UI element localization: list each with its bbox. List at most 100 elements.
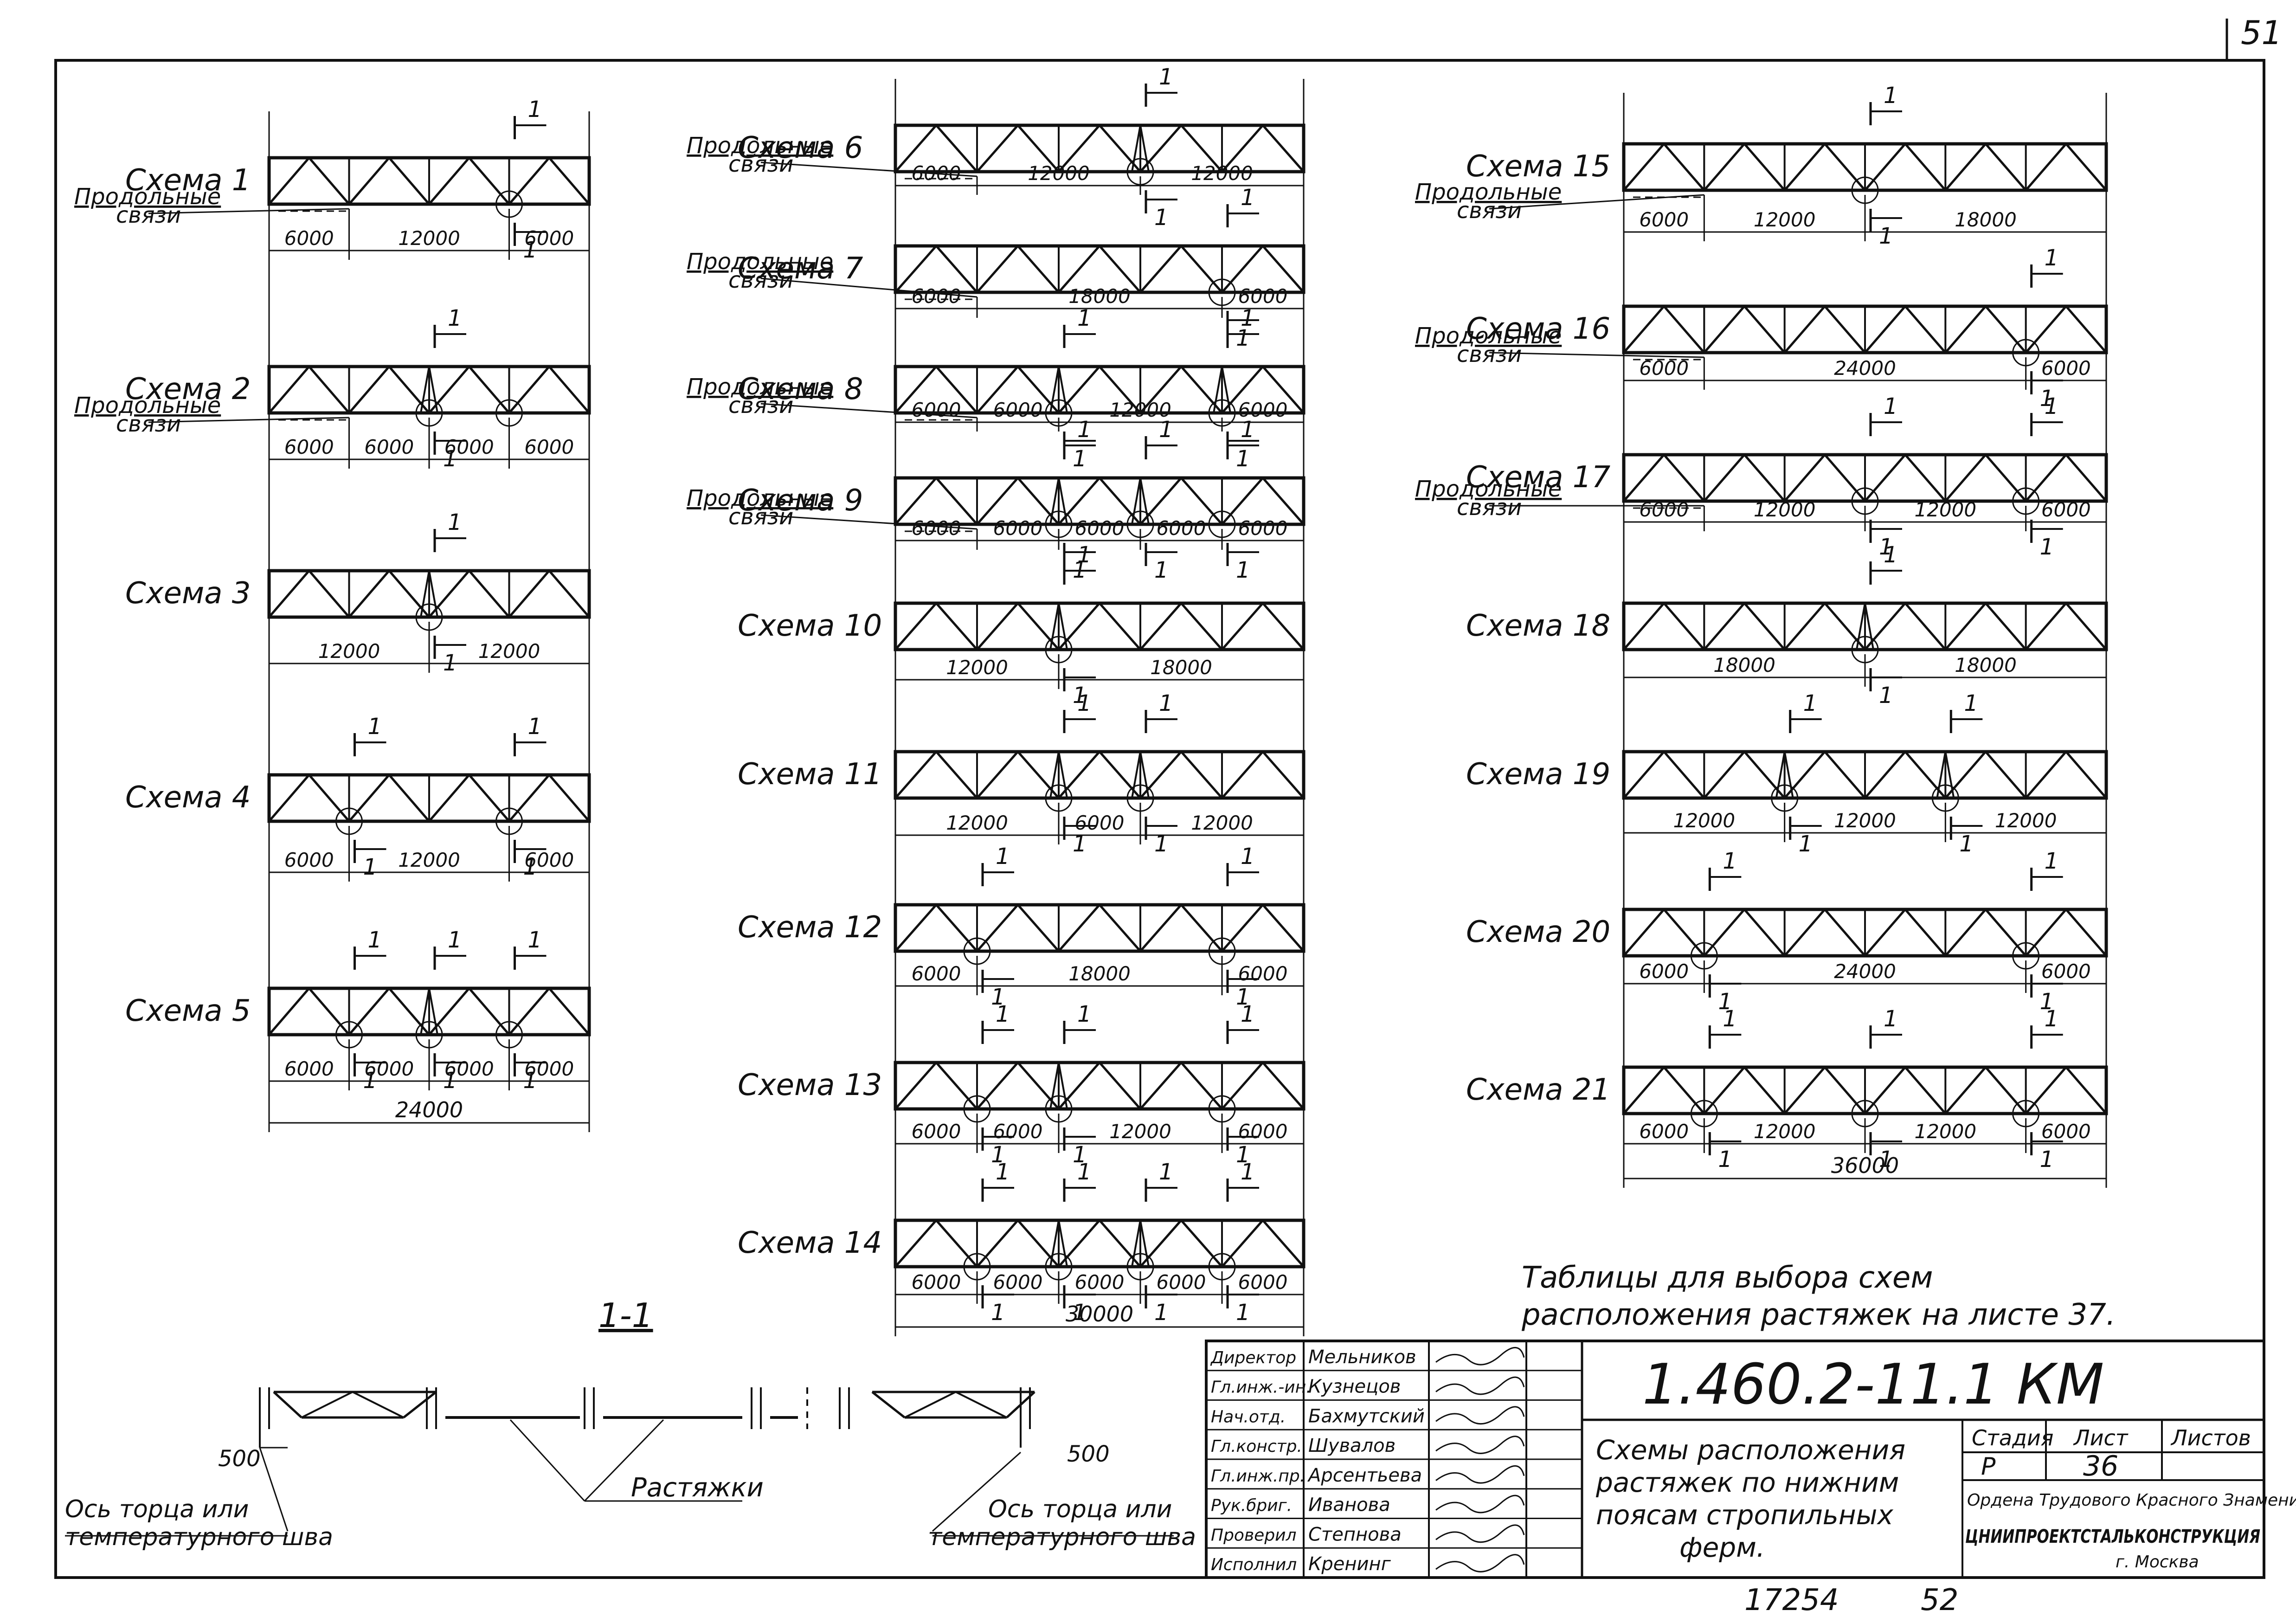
staff-name: Иванова xyxy=(1308,1495,1390,1516)
dim-value: 6000 xyxy=(1157,1271,1206,1294)
truss-diagonal xyxy=(268,157,310,205)
section-cut-label: 1 xyxy=(443,1068,457,1094)
section-cut-label: 1 xyxy=(2045,393,2059,419)
dim-value: 6000 xyxy=(912,1120,961,1143)
truss-diagonal xyxy=(2025,908,2067,957)
truss-diagonal xyxy=(1904,305,1947,354)
dim-value: 6000 xyxy=(2041,498,2091,521)
truss-diagonal xyxy=(894,124,937,173)
truss-diagonal xyxy=(1017,245,1060,293)
truss-diagonal xyxy=(1985,305,2027,354)
section-cut-label: 1 xyxy=(2040,386,2054,412)
dim-value: 12000 xyxy=(1109,1120,1171,1143)
tie-node-circle xyxy=(1690,942,1718,970)
truss-diagonal xyxy=(348,157,390,205)
truss-diagonal xyxy=(1864,602,1906,651)
truss-diagonal xyxy=(976,245,1019,293)
section-cut-label: 1 xyxy=(1154,831,1169,857)
section-dim-right: 500 xyxy=(1067,1441,1110,1467)
dim-value: 6000 xyxy=(1639,960,1689,983)
dim-value: 6000 xyxy=(1639,498,1689,521)
dim-value: 6000 xyxy=(993,399,1043,421)
tie-node-circle xyxy=(1931,784,1959,812)
truss-diagonal xyxy=(1985,908,2027,957)
truss-diagonal xyxy=(1221,1219,1264,1268)
section-cut-label: 1 xyxy=(991,984,1005,1010)
section-cut-label: 1 xyxy=(2040,534,2054,560)
truss-diagonal xyxy=(1139,904,1182,952)
truss-diagonal xyxy=(428,366,470,414)
truss-diagonal xyxy=(428,157,470,205)
truss-diagonal xyxy=(935,477,978,525)
dim-value: 12000 xyxy=(318,640,380,663)
truss-diagonal xyxy=(268,366,310,414)
truss-diagonal xyxy=(2025,1066,2067,1115)
tie-node-circle xyxy=(495,807,523,835)
dim-value: 6000 xyxy=(1238,517,1288,540)
section-cut-label: 1 xyxy=(1241,185,1255,211)
scheme-label: Схема 10 xyxy=(738,609,882,643)
truss-diagonal xyxy=(1663,1066,1705,1115)
scheme-label: Схема 16 xyxy=(1466,312,1610,346)
tie-node-circle xyxy=(1851,636,1879,664)
truss-diagonal xyxy=(2025,305,2067,354)
truss-diagonal xyxy=(2065,305,2107,354)
section-cut-label: 1 xyxy=(523,1068,538,1094)
truss-diagonal xyxy=(1180,366,1223,414)
truss-diagonal xyxy=(1864,908,1906,957)
dim-value: 6000 xyxy=(284,227,334,250)
section-cut-label: 1 xyxy=(1159,1159,1173,1185)
truss-diagonal xyxy=(894,751,937,799)
truss-diagonal xyxy=(1904,454,1947,502)
staff-role: Гл.констр. xyxy=(1211,1437,1302,1456)
signature-mark xyxy=(1435,1554,1525,1572)
drawing-title-4: ферм. xyxy=(1679,1532,1765,1563)
section-cut-label: 1 xyxy=(1879,534,1893,560)
truss-diagonal xyxy=(1985,454,2027,502)
tie-node-circle xyxy=(2012,942,2040,970)
splice-mark xyxy=(1131,1220,1150,1267)
truss-diagonal xyxy=(1623,305,1665,354)
scheme-label: Схема 15 xyxy=(1466,149,1610,184)
truss-diagonal xyxy=(1221,245,1264,293)
staff-name: Кренинг xyxy=(1308,1553,1391,1575)
tie-node-circle xyxy=(963,937,991,965)
splice-mark xyxy=(1131,751,1150,799)
splice-mark xyxy=(1775,751,1794,799)
splice-mark xyxy=(1049,1220,1068,1267)
tie-node-circle xyxy=(495,190,523,218)
dim-value: 6000 xyxy=(524,1057,574,1080)
truss-diagonal xyxy=(1663,454,1705,502)
truss-diagonal xyxy=(1017,602,1060,651)
tie-node-circle xyxy=(1851,1100,1879,1127)
truss-diagonal xyxy=(1099,1219,1141,1268)
truss-diagonal xyxy=(268,987,310,1036)
scheme-label: Схема 13 xyxy=(738,1068,882,1102)
truss-diagonal xyxy=(348,987,390,1036)
scheme-label: Схема 20 xyxy=(1466,915,1610,949)
truss-diagonal xyxy=(1703,751,1745,799)
section-cut-label: 1 xyxy=(991,1142,1005,1168)
stage-value: Р xyxy=(1981,1453,1996,1481)
dim-value: 18000 xyxy=(1150,656,1212,679)
section-cut-label: 1 xyxy=(1241,417,1255,443)
tie-node-circle xyxy=(415,1021,443,1049)
signature-mark xyxy=(1435,1376,1525,1395)
section-cut-label: 1 xyxy=(1959,831,1974,857)
dim-value: 12000 xyxy=(1834,809,1896,832)
truss-diagonal xyxy=(548,570,590,618)
dim-value: 12000 xyxy=(1673,809,1736,832)
truss-diagonal xyxy=(1058,366,1100,414)
truss-diagonal xyxy=(1221,124,1264,173)
tie-label: Продольные xyxy=(687,133,833,159)
truss-diagonal xyxy=(388,987,430,1036)
tie-node-circle xyxy=(495,1021,523,1049)
staff-role: Проверил xyxy=(1211,1526,1297,1545)
staff-role: Гл.инж.-ин. xyxy=(1211,1378,1312,1397)
truss-diagonal xyxy=(1139,1219,1182,1268)
